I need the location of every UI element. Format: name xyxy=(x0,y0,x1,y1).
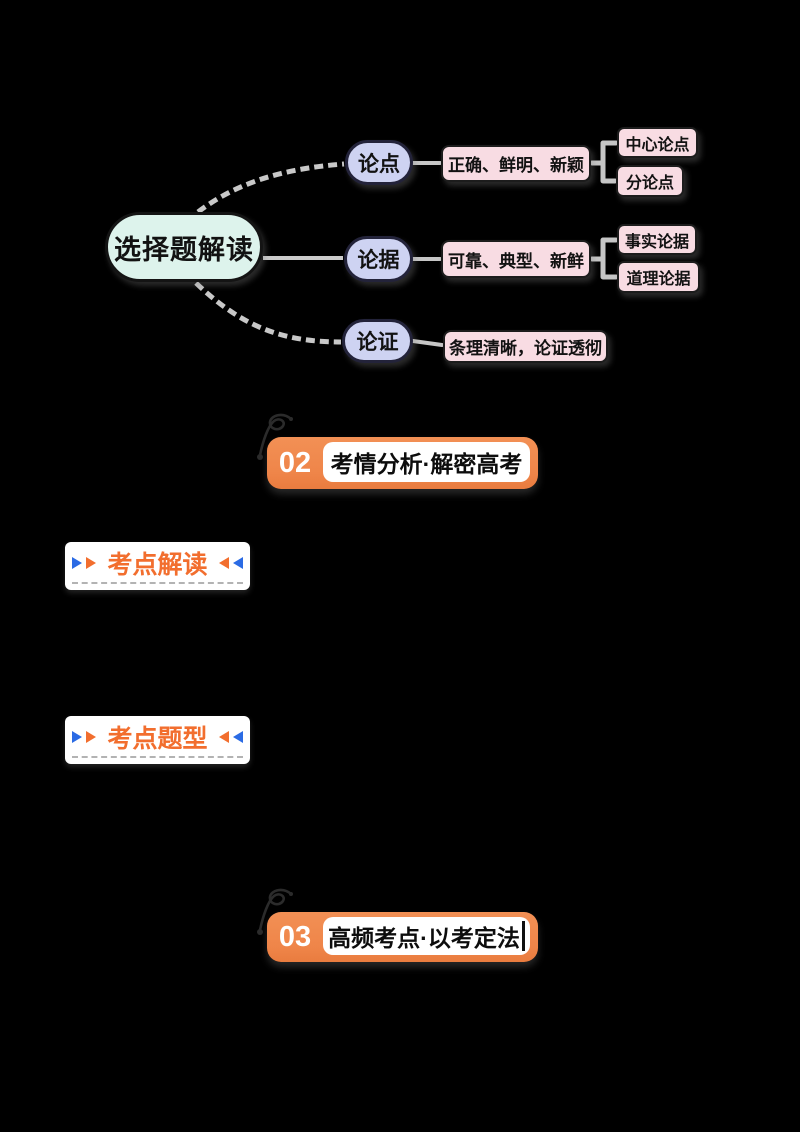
root-label: 选择题解读 xyxy=(114,234,254,265)
arrow-left-blue-icon xyxy=(232,557,243,569)
subheader-row: 考点解读 xyxy=(65,546,250,580)
section-title: 考情分析·解密高考 xyxy=(330,451,523,477)
leaf-node: 中心论点 xyxy=(617,127,698,158)
subheader-kaodian-tixing: 考点题型 xyxy=(65,716,250,764)
arrow-right-orange-icon xyxy=(86,557,97,569)
arrow-right-blue-icon xyxy=(72,731,83,743)
branch-node-lundian: 论点 xyxy=(345,140,413,185)
detail-node: 可靠、典型、新鲜 xyxy=(441,240,591,278)
detail-node: 条理清晰，论证透彻 xyxy=(443,330,608,363)
section-number: 02 xyxy=(278,446,312,479)
branch-label: 论证 xyxy=(356,331,399,354)
detail-label: 条理清晰，论证透彻 xyxy=(449,339,602,358)
spiral-pin-icon xyxy=(257,413,293,460)
subheader-label: 考点解读 xyxy=(107,551,208,579)
arrow-left-blue-icon xyxy=(232,731,243,743)
section-title: 高频考点·以考定法 xyxy=(328,925,520,951)
spiral-pin-icon xyxy=(257,888,293,935)
section-banner-02: 02 考情分析·解密高考 xyxy=(257,413,538,489)
mindmap-connectors xyxy=(194,140,619,347)
section-number: 03 xyxy=(278,920,312,953)
leaf-node: 分论点 xyxy=(616,165,684,197)
branch-label: 论据 xyxy=(357,249,400,272)
leaf-node: 事实论据 xyxy=(617,224,697,255)
leaf-node: 道理论据 xyxy=(617,261,700,293)
mindmap-root-node: 选择题解读 xyxy=(105,212,263,282)
text-cursor xyxy=(521,921,525,951)
subheader-row: 考点题型 xyxy=(65,720,250,754)
dashed-divider xyxy=(72,582,243,584)
detail-node: 正确、鲜明、新颖 xyxy=(441,145,591,182)
section-title-box: 考情分析·解密高考 xyxy=(323,442,530,482)
leaf-label: 事实论据 xyxy=(624,233,689,251)
detail-label: 可靠、典型、新鲜 xyxy=(448,251,584,271)
arrow-left-orange-icon xyxy=(218,557,229,569)
arrow-right-blue-icon xyxy=(72,557,83,569)
subheader-label: 考点题型 xyxy=(107,725,208,753)
section-title-box: 高频考点·以考定法 xyxy=(323,917,530,955)
arrow-left-orange-icon xyxy=(218,731,229,743)
leaf-label: 道理论据 xyxy=(626,271,691,288)
dashed-divider xyxy=(72,756,243,758)
leaf-label: 分论点 xyxy=(625,175,674,192)
branch-node-lunju: 论据 xyxy=(344,236,413,282)
detail-label: 正确、鲜明、新颖 xyxy=(448,156,584,175)
branch-label: 论点 xyxy=(358,152,400,176)
leaf-label: 中心论点 xyxy=(625,136,690,154)
branch-node-lunzheng: 论证 xyxy=(342,319,413,363)
section-banner-03: 03 高频考点·以考定法 xyxy=(257,888,538,962)
arrow-right-orange-icon xyxy=(86,731,97,743)
subheader-kaodian-jiedu: 考点解读 xyxy=(65,542,250,590)
